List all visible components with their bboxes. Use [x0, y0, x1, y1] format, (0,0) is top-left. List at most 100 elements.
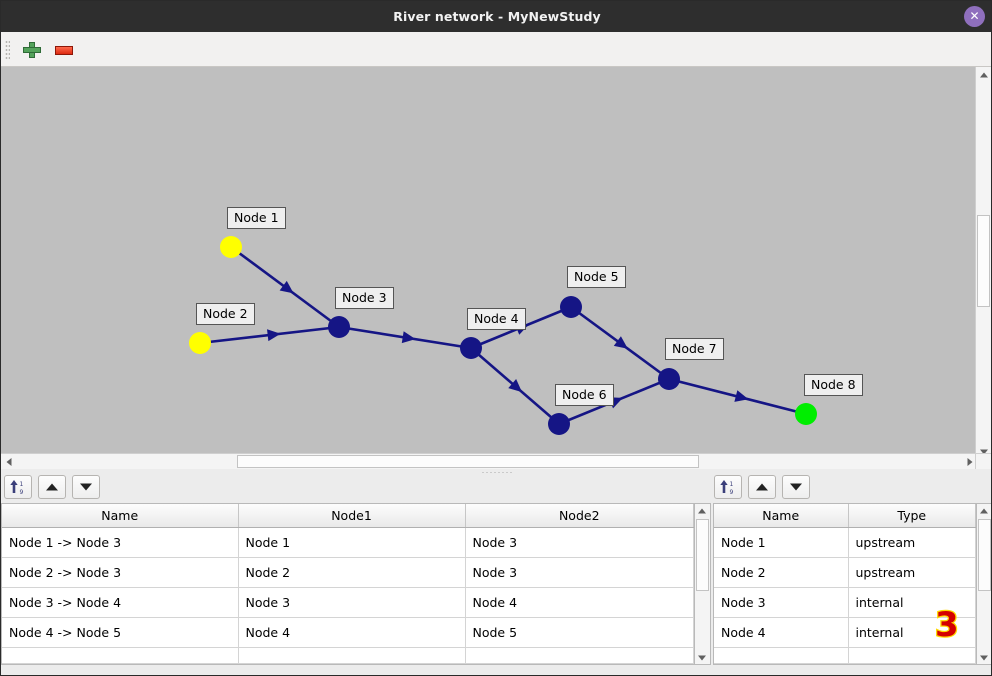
reaches-scroll-down-button[interactable]	[694, 650, 709, 665]
reaches-sort-button[interactable]: 1 9	[4, 475, 32, 499]
reaches-move-up-button[interactable]	[38, 475, 66, 499]
node-row-empty[interactable]	[714, 647, 976, 664]
cell[interactable]: Node 3	[714, 587, 849, 618]
cell[interactable]: Node 4 -> Node 5	[2, 617, 239, 648]
reach-row-empty[interactable]	[2, 647, 694, 664]
cell[interactable]: upstream	[848, 557, 976, 588]
node-label-node4[interactable]: Node 4	[467, 308, 526, 330]
reaches-table-scrollbar[interactable]	[695, 503, 711, 665]
title-bar: River network - MyNewStudy ✕	[1, 1, 991, 32]
canvas-vscroll-thumb[interactable]	[977, 215, 990, 307]
delete-node-button[interactable]	[51, 37, 77, 62]
column-header-node2[interactable]: Node2	[465, 504, 694, 528]
cell[interactable]: Node 3	[465, 557, 694, 588]
node-label-node8[interactable]: Node 8	[804, 374, 863, 396]
node-label-node6[interactable]: Node 6	[555, 384, 614, 406]
scroll-right-button[interactable]	[962, 454, 977, 469]
reaches-scroll-thumb[interactable]	[696, 519, 709, 591]
cell[interactable]: Node 3	[465, 527, 694, 558]
edge-arrow-icon	[508, 379, 523, 393]
chevron-right-icon	[967, 457, 972, 466]
chevron-down-icon	[979, 449, 988, 454]
cell[interactable]: Node 2 -> Node 3	[2, 557, 239, 588]
cell[interactable]: upstream	[848, 527, 976, 558]
node-label-node7[interactable]: Node 7	[665, 338, 724, 360]
node-label-node3[interactable]: Node 3	[335, 287, 394, 309]
cell[interactable]: Node 1	[714, 527, 849, 558]
cell[interactable]: Node 3 -> Node 4	[2, 587, 239, 618]
cell-empty[interactable]	[465, 647, 694, 664]
chevron-down-icon	[697, 655, 706, 660]
cell[interactable]: internal	[848, 587, 976, 618]
scroll-up-button[interactable]	[976, 67, 991, 82]
arrow-down-icon	[790, 483, 802, 491]
chevron-up-icon	[979, 72, 988, 77]
toolbar-grip[interactable]	[5, 40, 10, 59]
cell-empty[interactable]	[2, 647, 239, 664]
cell-empty[interactable]	[238, 647, 466, 664]
graph-node-node3[interactable]	[328, 316, 350, 338]
cell[interactable]: Node 4	[465, 587, 694, 618]
arrow-up-icon	[756, 483, 768, 491]
edge-arrow-icon	[267, 329, 281, 342]
nodes-scroll-thumb[interactable]	[978, 519, 991, 591]
cell[interactable]: Node 5	[465, 617, 694, 648]
graph-node-node7[interactable]	[658, 368, 680, 390]
nodes-table-scrollbar[interactable]	[976, 503, 991, 665]
nodes-scroll-up-button[interactable]	[976, 503, 991, 518]
scroll-left-button[interactable]	[1, 454, 16, 469]
nodes-move-up-button[interactable]	[748, 475, 776, 499]
cell[interactable]: Node 2	[714, 557, 849, 588]
nodes-sort-button[interactable]: 1 9	[714, 475, 742, 499]
add-node-button[interactable]	[19, 37, 45, 62]
column-header-name[interactable]: Name	[2, 504, 239, 528]
cell[interactable]: Node 1 -> Node 3	[2, 527, 239, 558]
graph-node-node4[interactable]	[460, 337, 482, 359]
node-label-node1[interactable]: Node 1	[227, 207, 286, 229]
canvas-horizontal-scrollbar[interactable]	[1, 453, 977, 469]
cell[interactable]: Node 2	[238, 557, 466, 588]
canvas-vertical-scrollbar[interactable]	[975, 67, 991, 459]
node-label-node5[interactable]: Node 5	[567, 266, 626, 288]
nodes-scroll-down-button[interactable]	[976, 650, 991, 665]
cell[interactable]: internal	[848, 617, 976, 648]
column-header-type[interactable]: Type	[848, 504, 976, 528]
graph-node-node1[interactable]	[220, 236, 242, 258]
graph-node-node2[interactable]	[189, 332, 211, 354]
scroll-down-button[interactable]	[976, 444, 991, 459]
graph-node-node8[interactable]	[795, 403, 817, 425]
close-button[interactable]: ✕	[964, 6, 985, 27]
canvas-hscroll-thumb[interactable]	[237, 455, 699, 468]
nodes-move-down-button[interactable]	[782, 475, 810, 499]
cell-empty[interactable]	[714, 647, 849, 664]
graph-node-node6[interactable]	[548, 413, 570, 435]
edge-arrow-icon	[613, 336, 628, 349]
column-header-node1[interactable]: Node1	[238, 504, 466, 528]
reaches-move-down-button[interactable]	[72, 475, 100, 499]
column-header-name[interactable]: Name	[714, 504, 849, 528]
cell-empty[interactable]	[848, 647, 976, 664]
svg-text:9: 9	[730, 489, 734, 496]
cell[interactable]: Node 4	[238, 617, 466, 648]
cell[interactable]: Node 4	[714, 617, 849, 648]
cell[interactable]: Node 1	[238, 527, 466, 558]
node-label-node2[interactable]: Node 2	[196, 303, 255, 325]
reaches-scroll-up-button[interactable]	[694, 503, 709, 518]
graph-node-node5[interactable]	[560, 296, 582, 318]
cell[interactable]: Node 3	[238, 587, 466, 618]
network-canvas[interactable]: Node 1 Node 2 Node 3 Node 4 Node 5 Node 6 Node…	[1, 67, 991, 459]
